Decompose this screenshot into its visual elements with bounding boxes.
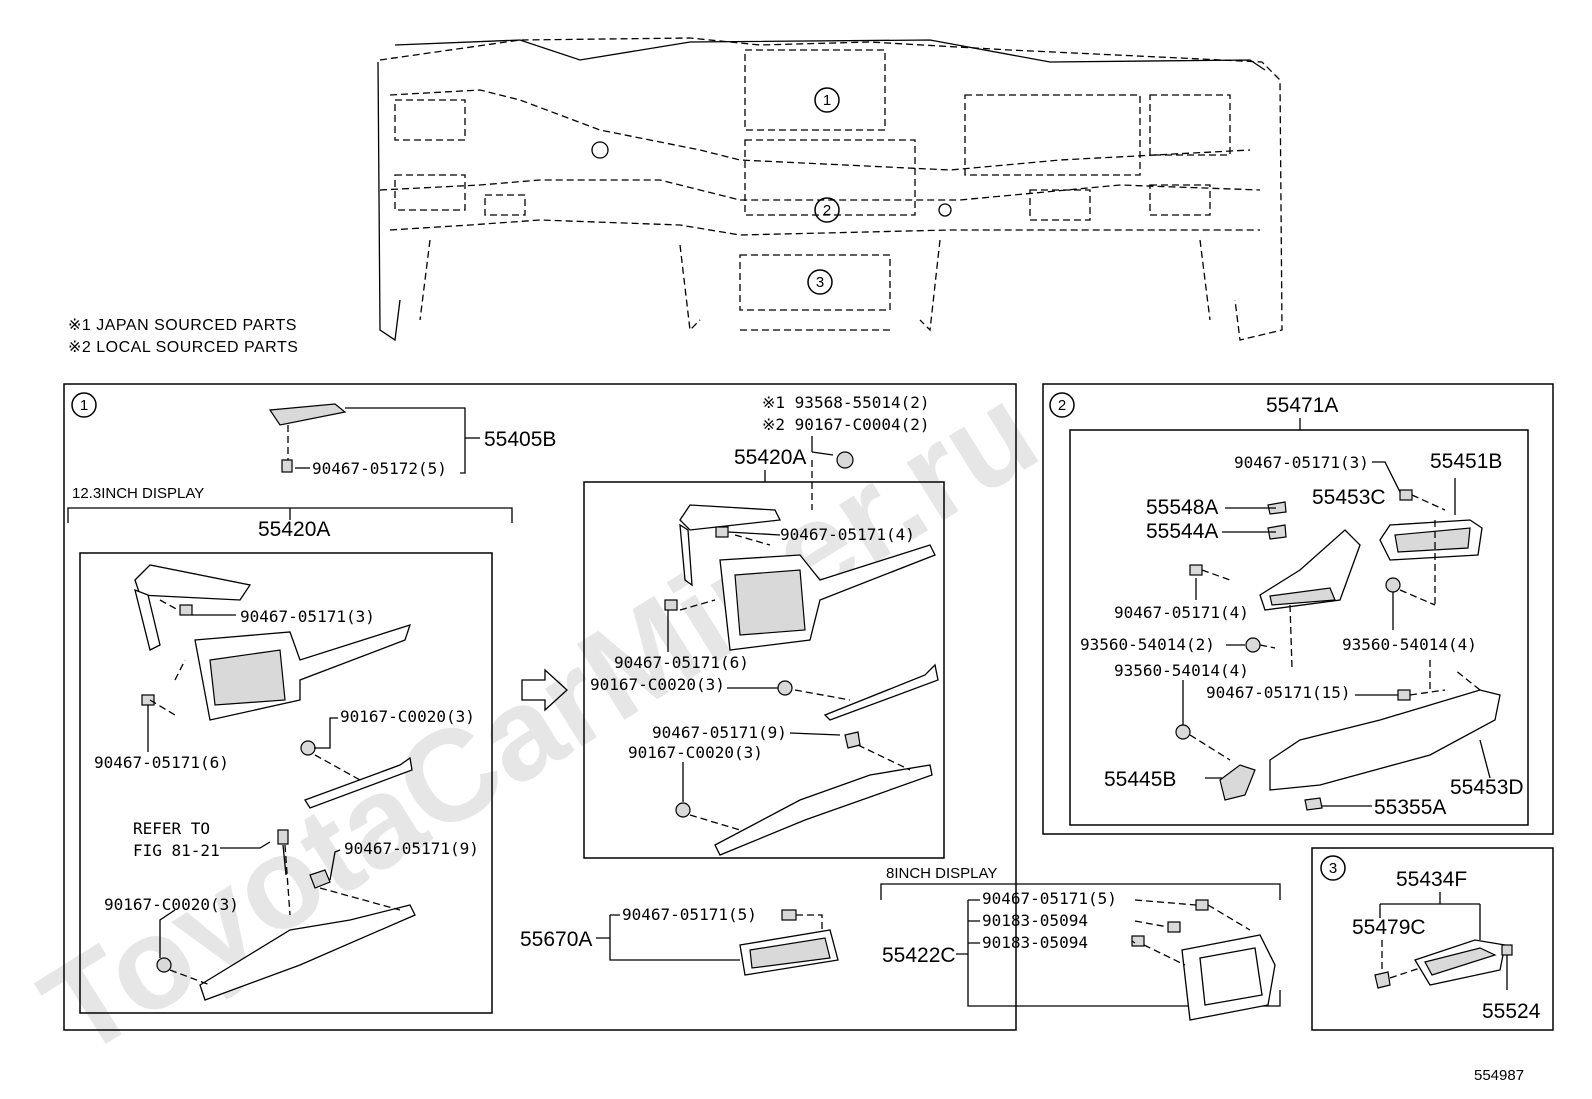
label-55670a: 55670A: [520, 928, 592, 951]
figure-number: 554987: [1474, 1067, 1524, 1084]
section-1-frame: [63, 383, 1017, 1031]
label-clip-90467-05171-5-display: 90467-05171(5): [982, 889, 1117, 908]
label-screw-93568-55014: ※1 93568-55014(2): [762, 393, 930, 412]
label-screw-93560-54014-4-left: 93560-54014(4): [1114, 661, 1249, 680]
label-55420a-left: 55420A: [258, 518, 330, 541]
overview-marker-1: 1: [814, 87, 840, 113]
label-55544a: 55544A: [1146, 520, 1218, 543]
label-clip-90467-05171-5-vent: 90467-05171(5): [622, 905, 757, 924]
section-3-marker: 3: [1329, 860, 1337, 877]
label-clip-90467-05171-3-console: 90467-05171(3): [1234, 453, 1369, 472]
label-55453d: 55453D: [1450, 776, 1524, 799]
label-55355a: 55355A: [1374, 796, 1446, 819]
console-parts: [1175, 461, 1501, 811]
label-bolt-90183-05094-a: 90183-05094: [982, 911, 1088, 930]
heading-8-inch-display: 8INCH DISPLAY: [886, 865, 997, 882]
label-55420a-right: 55420A: [734, 446, 806, 469]
trim-55405b: [268, 403, 480, 474]
screw-icon: [836, 451, 854, 469]
display-8-parts: [956, 899, 1281, 1021]
note-japan-sourced: ※1 JAPAN SOURCED PARTS: [68, 317, 297, 334]
label-55405b: 55405B: [484, 428, 556, 451]
label-clip-90467-05171-9-left: 90467-05171(9): [344, 839, 479, 858]
label-55445b: 55445B: [1104, 768, 1176, 791]
section-2-marker: 2: [1058, 397, 1066, 414]
label-55451b: 55451B: [1430, 450, 1502, 473]
svg-text:1: 1: [823, 92, 831, 109]
display-alt-parts: [664, 504, 939, 856]
watermark: ToyotaCarMiner.ru: [17, 356, 1060, 1083]
label-55479c: 55479C: [1352, 916, 1426, 939]
label-55524: 55524: [1482, 1000, 1541, 1023]
label-clip-90467-05171-4: 90467-05171(4): [780, 525, 915, 544]
label-screw-93560-54014-4-right: 93560-54014(4): [1342, 635, 1477, 654]
section-2-frame: [1042, 383, 1554, 835]
arrow-icon: [521, 668, 568, 712]
label-55453c: 55453C: [1312, 486, 1386, 509]
note-local-sourced: ※2 LOCAL SOURCED PARTS: [68, 339, 298, 356]
display-12-3-frame: [79, 552, 493, 1014]
label-55422c: 55422C: [882, 944, 956, 967]
label-clip-90467-05171-9-right: 90467-05171(9): [652, 723, 787, 742]
heading-12-3-inch-display: 12.3INCH DISPLAY: [72, 485, 204, 502]
label-clip-90467-05171-6-right: 90467-05171(6): [614, 653, 749, 672]
overview-marker-3: 3: [807, 269, 833, 295]
section-2-inner-frame: [1069, 429, 1529, 826]
overview-marker-2: 2: [814, 197, 840, 223]
label-screw-90167-c0004: ※2 90167-C0004(2): [762, 415, 930, 434]
label-fig-81-21: FIG 81-21: [133, 841, 220, 860]
label-clip-90467-05171-3: 90467-05171(3): [240, 607, 375, 626]
section-1-marker: 1: [80, 397, 88, 414]
section-3-frame: [1311, 847, 1554, 1031]
label-clip-90467-05171-6-left: 90467-05171(6): [94, 753, 229, 772]
svg-text:3: 3: [816, 274, 824, 291]
label-clip-90467-05172: 90467-05172(5): [312, 459, 447, 478]
label-screw-93560-54014-2: 93560-54014(2): [1080, 635, 1215, 654]
label-55434f: 55434F: [1396, 868, 1467, 891]
label-clip-90467-05171-4-console: 90467-05171(4): [1114, 603, 1249, 622]
display-12-3-parts: [134, 564, 416, 1001]
label-screw-90167-c0020-3-lower: 90167-C0020(3): [104, 895, 239, 914]
label-55471a: 55471A: [1266, 394, 1338, 417]
label-bolt-90183-05094-b: 90183-05094: [982, 933, 1088, 952]
svg-text:2: 2: [823, 202, 831, 219]
label-screw-90167-c0020-3-alt-upper: 90167-C0020(3): [590, 675, 725, 694]
label-screw-90167-c0020-3-alt-lower: 90167-C0020(3): [628, 743, 763, 762]
dashboard-overview: 1 2 3: [377, 37, 1283, 342]
vent-55670a: [596, 909, 839, 976]
label-clip-90467-05171-15: 90467-05171(15): [1206, 683, 1351, 702]
section-3-parts: [1374, 892, 1513, 990]
label-screw-90167-c0020-3-upper: 90167-C0020(3): [340, 707, 475, 726]
display-alt-frame: [583, 481, 945, 859]
label-refer-to: REFER TO: [133, 819, 210, 838]
label-55548a: 55548A: [1146, 496, 1218, 519]
